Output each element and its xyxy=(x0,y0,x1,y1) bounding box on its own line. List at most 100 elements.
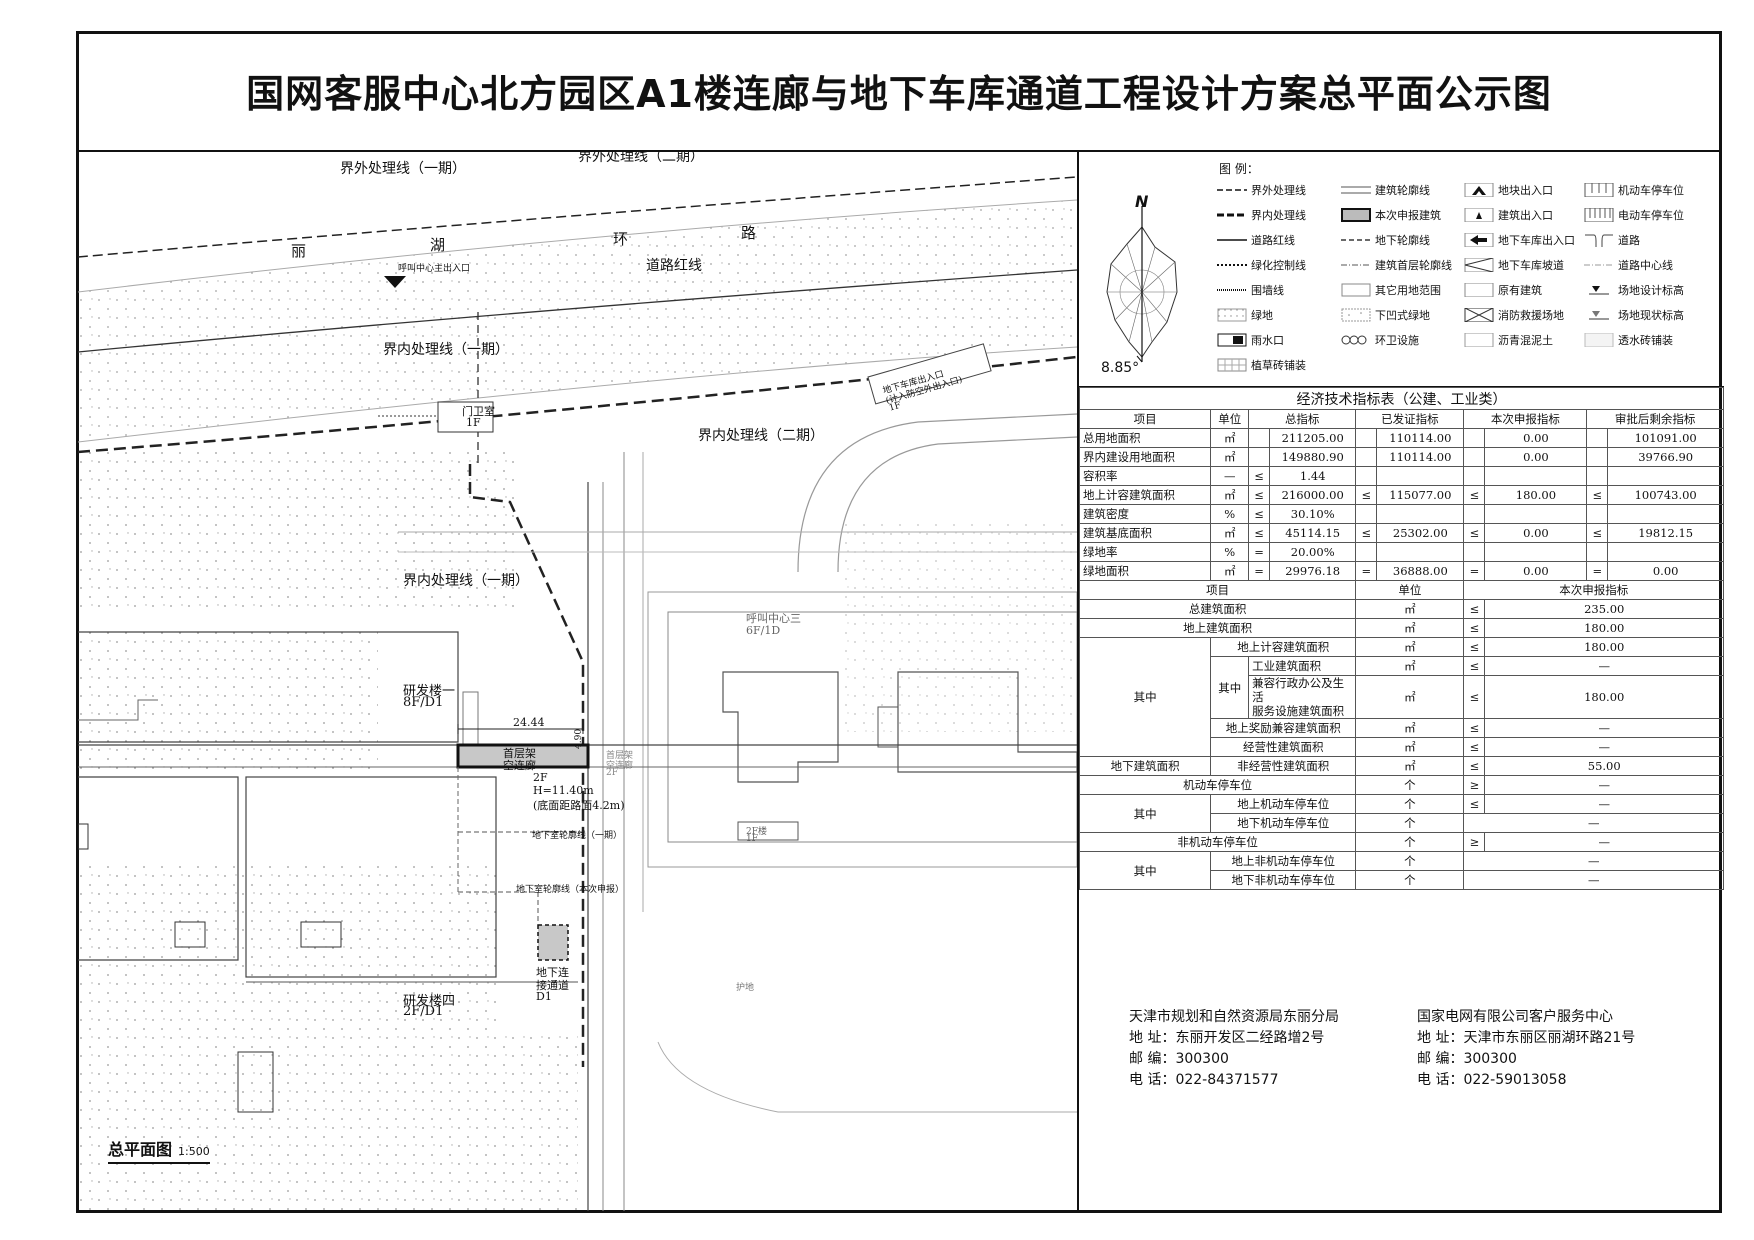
dotted-box-icon xyxy=(1217,308,1247,322)
legend-label: 绿化控制线 xyxy=(1251,259,1306,272)
cell-s4 xyxy=(1586,542,1609,562)
cell-s2 xyxy=(1355,504,1378,524)
rd-building-1-label: 研发楼一 xyxy=(403,684,456,699)
cell-s1: ≤ xyxy=(1248,504,1271,524)
cell-item: 界内建设用地面积 xyxy=(1078,447,1212,467)
cell-s3: = xyxy=(1463,561,1486,581)
legend-label: 地下轮廓线 xyxy=(1375,234,1430,247)
cell-item: 建筑密度 xyxy=(1078,504,1212,524)
legend-label: 沥青混泥土 xyxy=(1498,334,1553,347)
col-header: 单位 xyxy=(1355,580,1465,600)
row-label: 兼容行政办公及生活服务设施建筑面积 xyxy=(1248,675,1357,719)
row-sign: ≤ xyxy=(1463,756,1486,776)
cell-item: 总用地面积 xyxy=(1078,428,1212,448)
centerline-icon xyxy=(1584,258,1614,272)
cell-item: 绿地面积 xyxy=(1078,561,1212,581)
small-building-floor: 1F xyxy=(746,834,758,844)
cell-total: 45114.15 xyxy=(1269,523,1357,543)
row-label: 地下机动车停车位 xyxy=(1210,813,1357,833)
table-row: 地下建筑面积 非经营性建筑面积 ㎡ ≤ 55.00 xyxy=(1078,756,1724,776)
plain-box-icon xyxy=(1464,282,1494,298)
parking-icon xyxy=(1584,182,1614,198)
row-sign: ≤ xyxy=(1463,599,1486,619)
legend-label: 场地设计标高 xyxy=(1618,284,1684,297)
col-header: 项目 xyxy=(1078,409,1212,429)
legend-item: 环卫设施 xyxy=(1341,332,1419,348)
cell-remain xyxy=(1607,542,1724,562)
office-label-1: 兼容行政办公及生活 xyxy=(1252,676,1345,704)
site-plan: 界外处理线（一期） 界外处理线（二期） 丽 湖 环 路 呼叫中心主出入口 道路红… xyxy=(78,152,1077,1211)
gate-room-label: 门卫室 xyxy=(462,405,495,418)
plan-scale: 1:500 xyxy=(178,1145,210,1158)
cell-s2 xyxy=(1355,428,1378,448)
main-entrance-label: 呼叫中心主出入口 xyxy=(398,264,471,274)
cell-s2 xyxy=(1355,447,1378,467)
x-box-icon xyxy=(1464,307,1494,323)
group-label: 其中 xyxy=(1078,851,1212,890)
row-label: 地上非机动车停车位 xyxy=(1210,851,1357,871)
road-char-huan: 环 xyxy=(613,230,629,248)
legend-label: 环卫设施 xyxy=(1375,334,1419,347)
cell-total: 1.44 xyxy=(1269,466,1357,486)
dotted-line-icon xyxy=(1217,283,1247,297)
cell-issued xyxy=(1376,504,1465,524)
cell-s3: ≤ xyxy=(1463,485,1486,505)
table-header-row-2: 项目 单位 本次申报指标 xyxy=(1078,580,1724,600)
rd-building-4-label: 研发楼四 xyxy=(403,994,456,1009)
corridor-height: H=11.40m xyxy=(533,784,594,797)
row-sign: ≥ xyxy=(1463,775,1486,795)
road-char-hu: 湖 xyxy=(430,236,446,254)
col-header: 单位 xyxy=(1210,409,1250,429)
plain-box-icon xyxy=(1341,283,1371,297)
cell-s1: ≤ xyxy=(1248,466,1271,486)
table-row: 非机动车停车位 个 ≥ — xyxy=(1078,832,1724,852)
legend-label: 机动车停车位 xyxy=(1618,184,1684,197)
cell-remain: 19812.15 xyxy=(1607,523,1724,543)
cell-unit: % xyxy=(1210,542,1250,562)
row-unit: ㎡ xyxy=(1355,656,1465,676)
row-unit: 个 xyxy=(1355,813,1465,833)
table-row: 兼容行政办公及生活服务设施建筑面积 ㎡ ≤ 180.00 xyxy=(1080,675,1724,719)
legend: 图 例： N 8.85° 界 xyxy=(1079,152,1724,387)
legend-label: 建筑轮廓线 xyxy=(1375,184,1430,197)
legend-item: 界外处理线 xyxy=(1217,182,1306,198)
corridor-name-2: 空连廊 xyxy=(503,759,536,772)
left-arrow-icon xyxy=(1464,232,1494,248)
row-label: 地下非机动车停车位 xyxy=(1210,870,1357,890)
legend-label: 地块出入口 xyxy=(1498,184,1553,197)
phone-right: 电 话：022-59013058 xyxy=(1417,1072,1567,1088)
cell-unit: ㎡ xyxy=(1210,523,1250,543)
small-building-label: 2F楼 xyxy=(746,827,767,837)
cell-total: 211205.00 xyxy=(1269,428,1357,448)
cell-remain xyxy=(1607,504,1724,524)
row-sign: ≤ xyxy=(1463,718,1486,738)
basement-outline-current-label: 地下室轮廓线（本次申报） xyxy=(516,885,625,895)
cell-issued: 110114.00 xyxy=(1376,447,1465,467)
cell-item: 建筑基底面积 xyxy=(1078,523,1212,543)
underground-link-label-2: 接通道 xyxy=(536,979,569,992)
row-label: 非机动车停车位 xyxy=(1078,832,1357,852)
small-triangle-icon xyxy=(1464,207,1494,223)
cell-current: 0.00 xyxy=(1484,561,1588,581)
legend-item: 建筑出入口 xyxy=(1464,207,1553,223)
cell-s1 xyxy=(1248,428,1271,448)
legend-item: 围墙线 xyxy=(1217,282,1284,298)
legend-item: 道路红线 xyxy=(1217,232,1295,248)
table-row: 机动车停车位 个 ≥ — xyxy=(1078,775,1724,795)
legend-item: 透水砖铺装 xyxy=(1584,332,1673,348)
compass-icon xyxy=(1106,206,1178,363)
legend-label: 原有建筑 xyxy=(1498,284,1542,297)
col-header: 总指标 xyxy=(1248,409,1357,429)
legend-item: 电动车停车位 xyxy=(1584,207,1684,223)
site-plan-drawing xyxy=(78,176,1077,1211)
cell-s2: = xyxy=(1355,561,1378,581)
legend-item: 其它用地范围 xyxy=(1341,282,1441,298)
inner-line-phase1-top-label: 界内处理线（一期） xyxy=(383,342,509,358)
legend-label: 道路红线 xyxy=(1251,234,1295,247)
row-value: — xyxy=(1463,870,1724,890)
table-row: 地下非机动车停车位 个 — xyxy=(1080,870,1724,890)
legend-item: 绿地 xyxy=(1217,307,1273,323)
